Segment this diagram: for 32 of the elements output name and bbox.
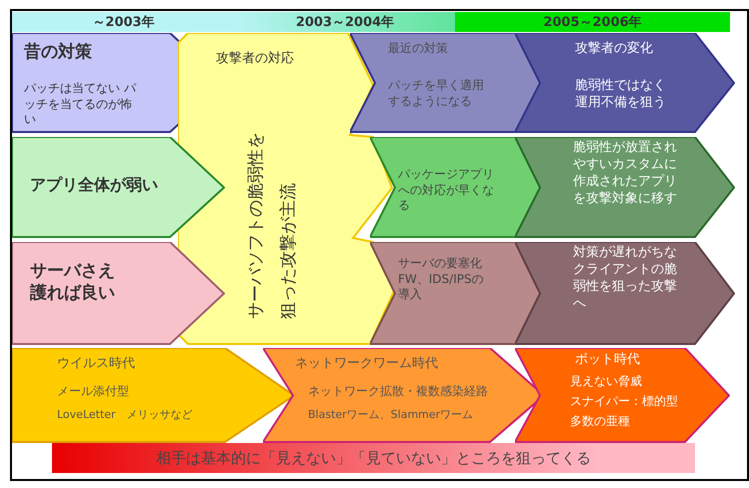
- heading: ネットワークワーム時代: [295, 356, 438, 373]
- body-text: 対策が遅れがちなクライアントの脆弱性を狙った攻撃へ: [573, 245, 678, 313]
- year-label: ～2003年: [92, 14, 155, 31]
- body-text: サーバさえ護れば良い: [30, 260, 116, 304]
- body-text: 脆弱性が放置されやすいカスタムに作成されたアプリを攻撃対象に移す: [573, 140, 678, 208]
- body-text: パッチを早く適用するようになる: [388, 78, 485, 110]
- year-band: [235, 12, 455, 32]
- body-text: メール添付型: [57, 384, 129, 400]
- body-text: LoveLetter メリッサなど: [57, 408, 193, 422]
- year-label: 2005～2006年: [543, 14, 642, 31]
- body-text: パッケージアプリへの対応が早くなる: [398, 167, 495, 214]
- body-text: Blasterワーム、Slammerワーム: [308, 408, 474, 422]
- body-text: ネットワーク拡散・複数感染経路: [308, 384, 488, 400]
- heading: 最近の対策: [388, 41, 448, 57]
- year-band: [455, 12, 730, 32]
- heading: 昔の対策: [24, 41, 92, 64]
- body-text: サーバの要塞化FW、IDS/IPSの導入: [398, 256, 484, 303]
- gradient-banner: [52, 443, 695, 473]
- heading: 攻撃者の変化: [575, 41, 653, 58]
- heading: ウイルス時代: [57, 356, 135, 373]
- body-text: アプリ全体が弱い: [30, 175, 158, 196]
- body-text: スナイパー：標的型: [570, 394, 678, 410]
- body-text: 多数の亜種: [570, 414, 630, 430]
- body-text: 脆弱性ではなく運用不備を狙う: [575, 78, 667, 112]
- body-text: サーバソフトの脆弱性を狙った攻撃が主流: [245, 131, 300, 319]
- heading: ボット時代: [575, 352, 640, 369]
- heading: 攻撃者の対応: [216, 51, 294, 68]
- body-text: パッチは当てない パッチを当てるのが怖い: [24, 81, 136, 128]
- banner-text: 相手は基本的に「見えない」「見ていない」ところを狙ってくる: [156, 448, 591, 468]
- body-text: 見えない脅威: [570, 374, 642, 390]
- year-label: 2003～2004年: [296, 14, 394, 31]
- year-band: [12, 12, 235, 32]
